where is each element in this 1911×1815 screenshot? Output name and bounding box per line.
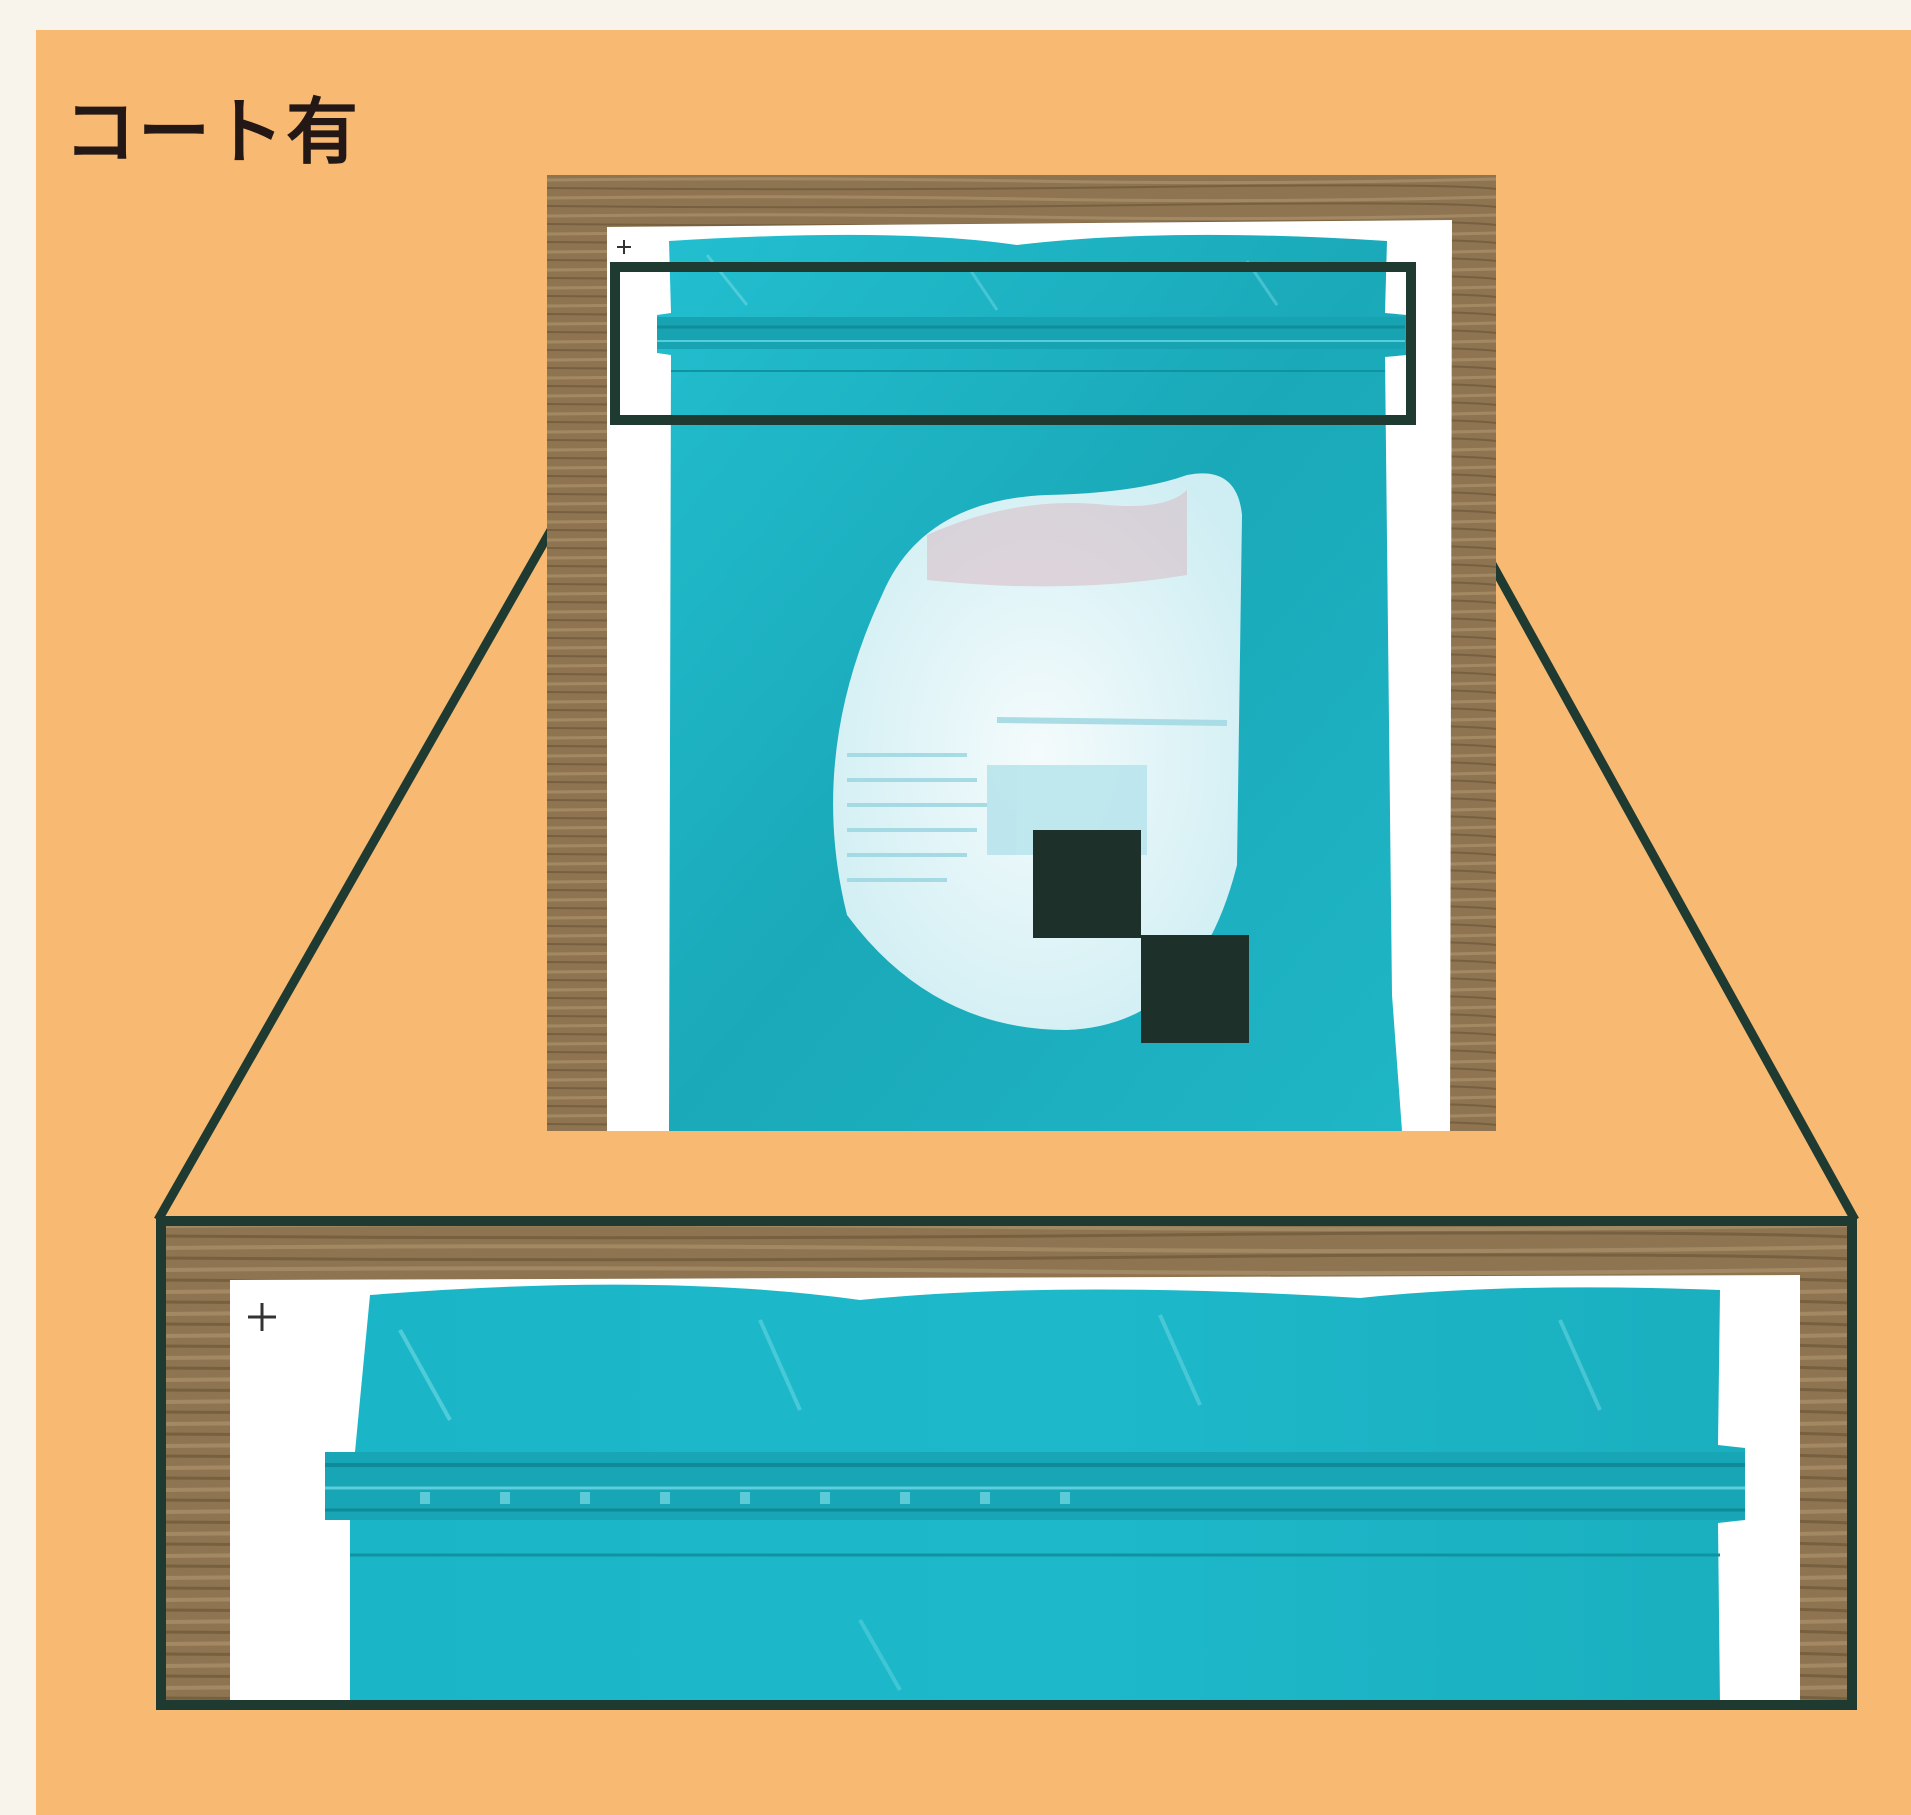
zipper-seal [657, 317, 1405, 349]
marker-square-bottom [1141, 935, 1249, 1043]
marker-square-top [1033, 830, 1141, 938]
zoomed-zipper-photo [160, 1220, 1853, 1706]
crosshair-icon [617, 240, 631, 254]
pouch-photo-drawing [547, 175, 1496, 1131]
crosshair-icon-zoom [248, 1303, 276, 1331]
page-title: コート有 [64, 90, 361, 174]
zoomed-zipper-drawing [160, 1220, 1853, 1706]
pouch-photo [547, 175, 1496, 1131]
